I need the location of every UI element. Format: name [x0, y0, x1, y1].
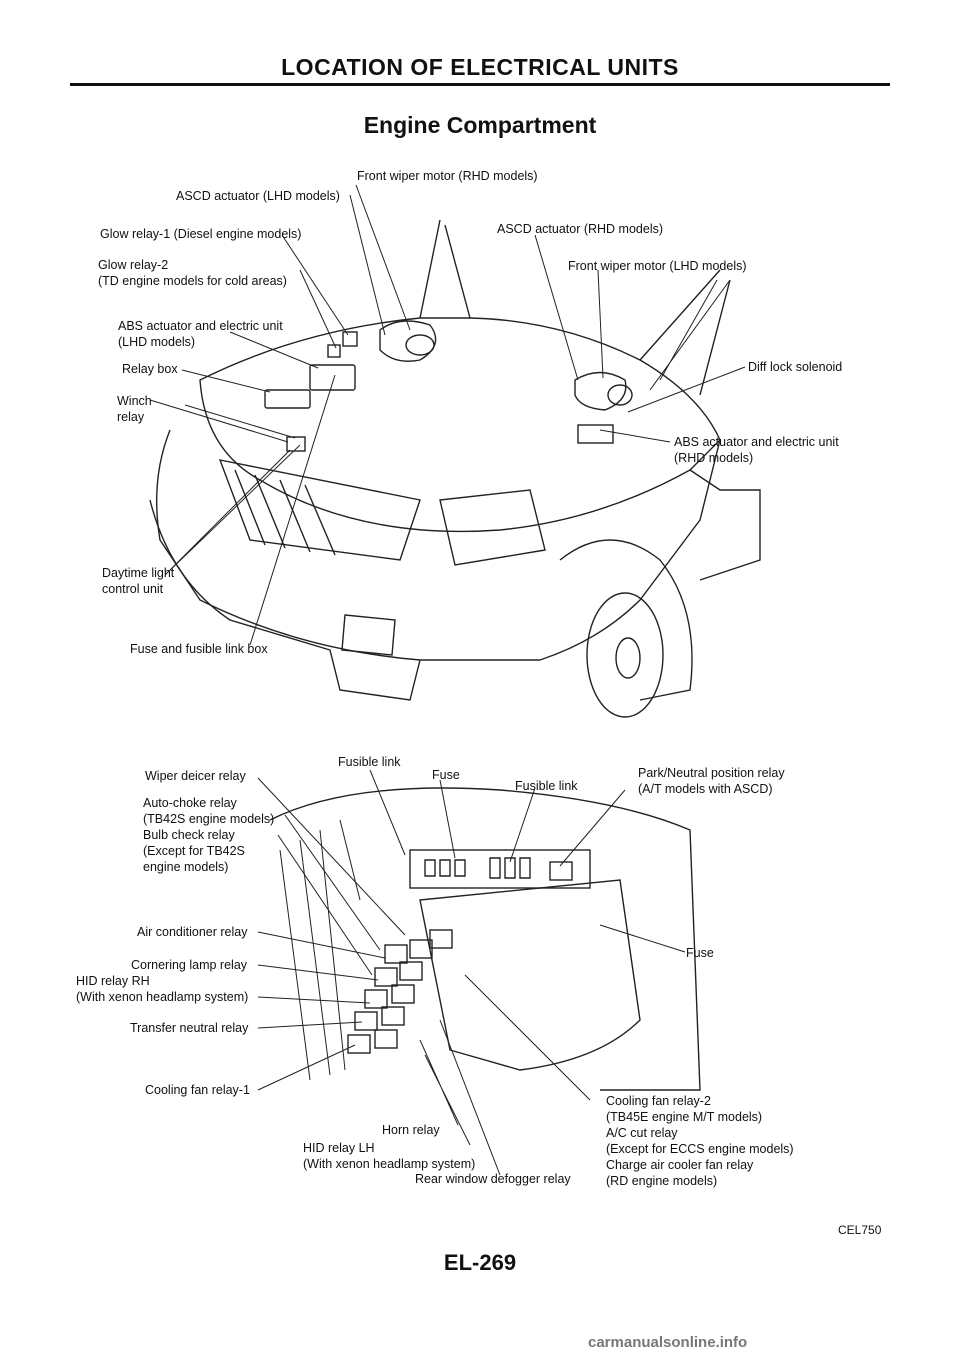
label-air-conditioner: Air conditioner relay: [137, 925, 248, 939]
label-abs-rhd: ABS actuator and electric unit (RHD mode…: [674, 435, 839, 465]
wheel: [586, 592, 664, 718]
fuse-block-shape: [409, 849, 591, 889]
label-fuse-2: Fuse: [686, 946, 714, 960]
label-wiper-deicer: Wiper deicer relay: [145, 769, 246, 783]
grille-bars: [234, 469, 336, 556]
abs-rhd-shape: [577, 424, 614, 444]
label-ascd-rhd: ASCD actuator (RHD models): [497, 222, 664, 236]
label-cooling-fan-2: Cooling fan relay-2 (TB45E engine M/T mo…: [606, 1094, 794, 1188]
fog-lamp: [341, 614, 396, 656]
relay-cluster: [347, 929, 453, 1054]
engine-bay-outline: [269, 787, 701, 1091]
relay-box-shape: [264, 389, 311, 409]
side-body: [689, 469, 761, 581]
glow-relay-1-shape: [327, 344, 341, 358]
fuse-cells: [424, 857, 531, 879]
label-horn: Horn relay: [382, 1123, 440, 1137]
wheel-hub: [615, 637, 641, 679]
label-auto-choke: Auto-choke relay (TB42S engine models) B…: [143, 796, 275, 874]
label-cooling-fan-1: Cooling fan relay-1: [145, 1083, 250, 1097]
label-transfer-neutral: Transfer neutral relay: [130, 1021, 249, 1035]
page-number: EL-269: [443, 1250, 517, 1275]
park-neutral-relay-shape: [549, 861, 573, 881]
label-abs-lhd: ABS actuator and electric unit (LHD mode…: [118, 319, 283, 349]
label-fuse-1: Fuse: [432, 768, 460, 782]
label-front-wiper-rhd: Front wiper motor (RHD models): [357, 169, 538, 183]
page-header-title: LOCATION OF ELECTRICAL UNITS: [281, 54, 679, 80]
body-front: [155, 429, 721, 661]
section-title: Engine Compartment: [363, 112, 597, 138]
ascd-rhd-shape: [574, 371, 627, 411]
label-fusible-link-1: Fusible link: [338, 755, 401, 769]
figure-code: CEL750: [838, 1223, 882, 1237]
label-relay-box: Relay box: [122, 362, 178, 376]
fuse-box-shape: [309, 364, 356, 391]
hood-outline: [199, 317, 721, 533]
header-rule: [70, 83, 890, 86]
winch-relay-shape: [286, 436, 306, 452]
bumper: [149, 499, 421, 701]
label-park-neutral: Park/Neutral position relay (A/T models …: [638, 766, 785, 796]
label-front-wiper-lhd: Front wiper motor (LHD models): [568, 259, 747, 273]
label-glow-relay-2: Glow relay-2 (TD engine models for cold …: [98, 258, 287, 288]
label-diff-lock: Diff lock solenoid: [748, 360, 843, 374]
label-winch-relay: Winch relay: [117, 394, 152, 424]
label-glow-relay-1: Glow relay-1 (Diesel engine models): [100, 227, 302, 241]
glow-relay-2-shape: [342, 331, 358, 347]
label-hid-rh: HID relay RH (With xenon headlamp system…: [76, 974, 249, 1004]
wiper-rhd-shape: [405, 334, 435, 356]
label-fuse-link-box: Fuse and fusible link box: [130, 642, 268, 656]
headlamp: [439, 489, 546, 566]
label-daytime-light: Daytime light control unit: [102, 566, 175, 596]
label-rear-defogger: Rear window defogger relay: [415, 1172, 571, 1186]
battery-tray: [419, 879, 641, 1071]
footer-watermark[interactable]: carmanualsonline.info: [588, 1334, 748, 1351]
fender-arch: [559, 539, 693, 701]
windshield-frame: [419, 219, 731, 396]
label-ascd-lhd: ASCD actuator (LHD models): [176, 189, 340, 203]
wiper-lhd-shape: [607, 384, 633, 406]
label-cornering-lamp: Cornering lamp relay: [131, 958, 248, 972]
label-fusible-link-2: Fusible link: [515, 779, 578, 793]
grille: [218, 459, 421, 561]
label-hid-lh: HID relay LH (With xenon headlamp system…: [303, 1141, 476, 1171]
